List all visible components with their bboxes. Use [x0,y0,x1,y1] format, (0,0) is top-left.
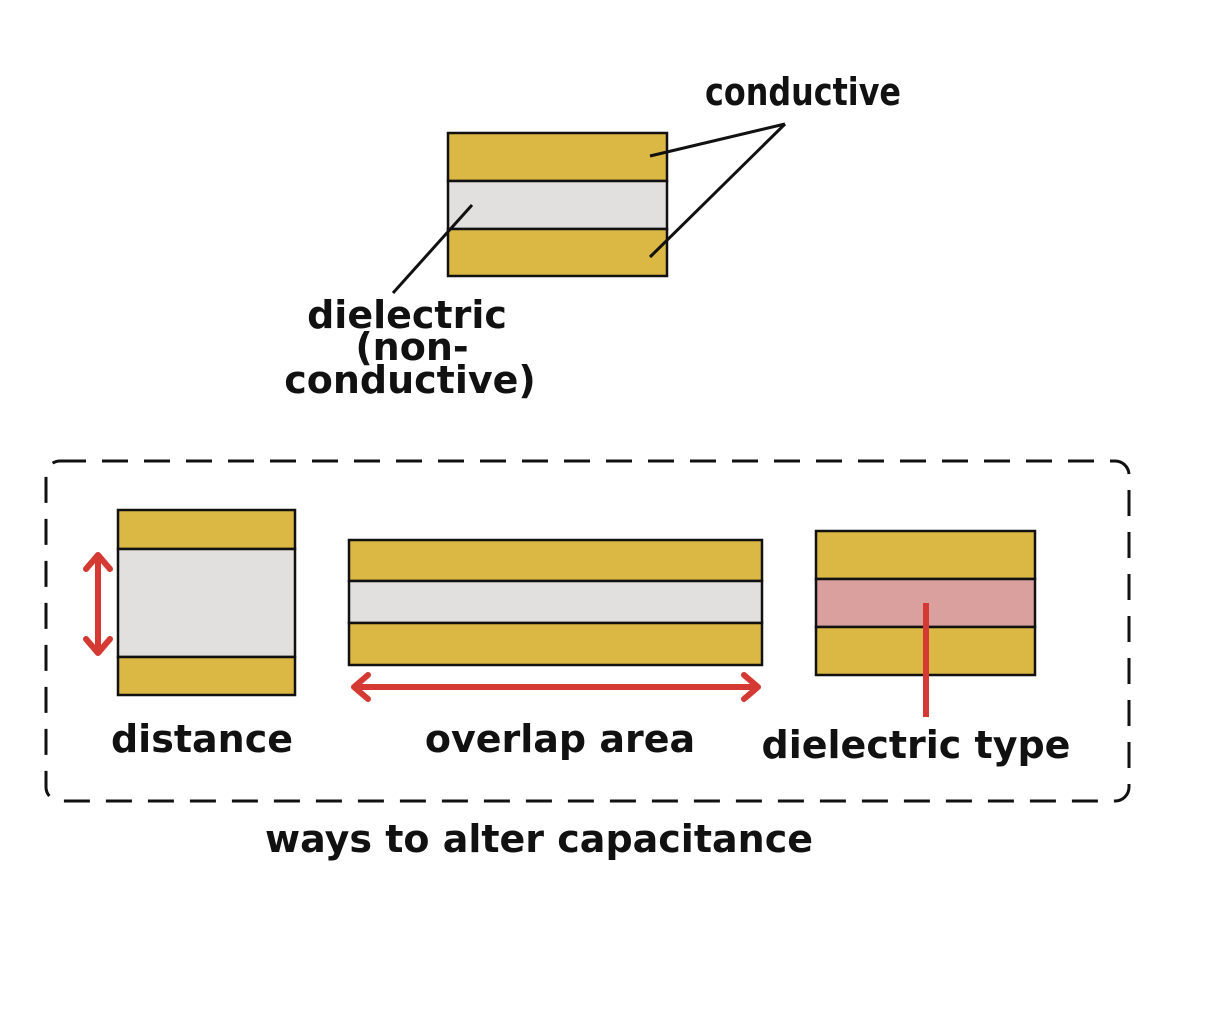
ways-caption: ways to alter capacitance [265,817,813,861]
distance-conductive-lower [116,655,297,697]
overlap-capacitor [347,538,764,667]
overlap-area-label: overlap area [425,717,695,761]
conductive-label: conductive [705,70,901,114]
overlap-conductive-upper [347,538,764,583]
dielectric-label-line1: dielectric [307,293,507,337]
distance-capacitor [116,508,297,697]
dielectric-label-line2: (non- [355,325,468,369]
distance-arrow [83,552,113,656]
distance-conductive-upper [116,508,297,551]
dielectric-type-label: dielectric type [762,723,1071,767]
top-conductive-plate-lower [446,227,669,278]
overlap-dielectric [347,579,764,625]
top-dielectric-layer [446,179,669,231]
distance-dielectric [116,547,297,659]
dielectric-label-line3: conductive) [284,358,536,402]
dielectric-leader [391,203,474,295]
conductive-leader-upper [649,122,786,158]
ways-panel-border [44,459,1131,803]
distance-label: distance [111,717,293,761]
dielectric-type-conductive-upper [814,529,1037,581]
top-capacitor [446,131,669,278]
top-conductive-plate-upper [446,131,669,183]
conductive-leader-lower [648,122,787,259]
overlap-arrow [351,672,761,702]
overlap-conductive-lower [347,621,764,667]
